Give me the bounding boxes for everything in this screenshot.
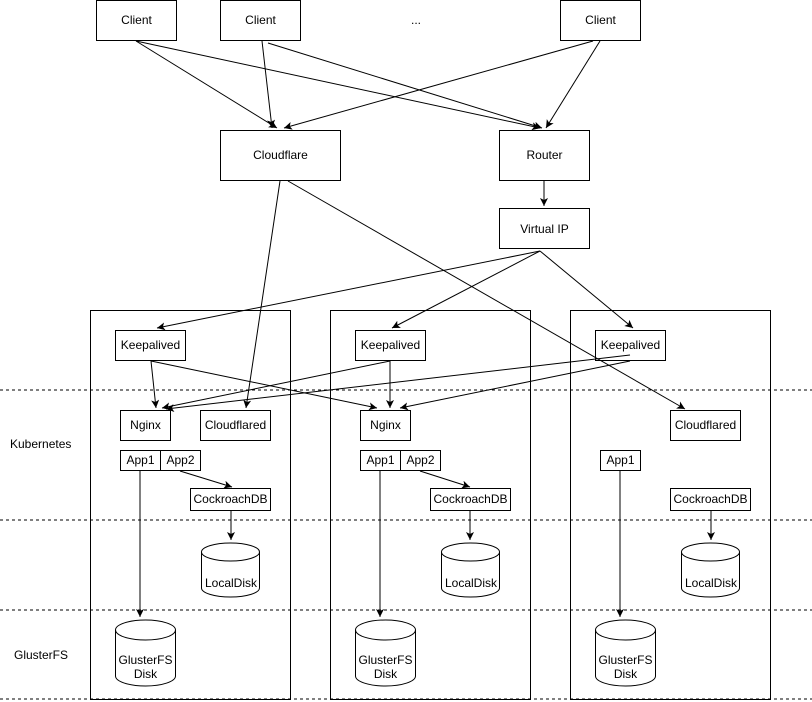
client-label-2: Client bbox=[245, 13, 276, 27]
edge-app2-cockroachdb-2 bbox=[419, 470, 471, 489]
virtual-ip-box bbox=[499, 208, 590, 249]
app1-label-2: App1 bbox=[366, 453, 395, 467]
edge-client2-router bbox=[267, 42, 543, 130]
edge-client2-cloudflare bbox=[261, 40, 276, 129]
edge-vip-keepalived-2 bbox=[391, 250, 541, 329]
glusterfs-disk-cylinder-2 bbox=[355, 619, 416, 687]
glusterfs-disk-label-3a: GlusterFS bbox=[598, 653, 653, 667]
localdisk-cylinder-2 bbox=[441, 542, 500, 598]
cloudflare-box bbox=[220, 130, 341, 181]
edge-keepalived3-nginx1 bbox=[165, 354, 631, 413]
cloudflared-box-1 bbox=[200, 410, 271, 441]
node-container-2 bbox=[330, 310, 531, 700]
edge-client1-cloudflare bbox=[135, 40, 278, 129]
localdisk-label-3: LocalDisk bbox=[684, 576, 738, 590]
keepalived-box-2 bbox=[355, 330, 426, 361]
edge-app2-cockroachdb-1 bbox=[179, 470, 233, 489]
nginx-box-1 bbox=[120, 410, 171, 441]
kubernetes-layer-label: Kubernetes bbox=[10, 437, 72, 451]
localdisk-cylinder-1 bbox=[201, 542, 260, 598]
app2-label-1: App2 bbox=[166, 453, 195, 467]
glusterfs-disk-cylinder-1 bbox=[115, 619, 176, 687]
keepalived-box-1 bbox=[115, 330, 186, 361]
edge-keepalived2-nginx1 bbox=[161, 360, 391, 411]
keepalived-box-3 bbox=[595, 330, 666, 361]
glusterfs-disk-label-1b: Disk bbox=[133, 667, 158, 681]
edge-keepalived1-nginx2 bbox=[150, 360, 378, 411]
app2-box-2 bbox=[400, 450, 441, 471]
app1-label-3: App1 bbox=[606, 453, 635, 467]
cockroachdb-box-2 bbox=[430, 488, 511, 511]
nginx-label-1: Nginx bbox=[130, 418, 161, 432]
localdisk-cylinder-3 bbox=[681, 542, 740, 598]
node-container-3 bbox=[570, 310, 771, 700]
edge-client1-router bbox=[135, 40, 541, 131]
edge-keepalived1-nginx1 bbox=[150, 360, 160, 409]
glusterfs-layer-label: GlusterFS bbox=[14, 648, 69, 662]
client-box-2 bbox=[220, 0, 301, 41]
router-box bbox=[499, 130, 590, 181]
localdisk-label-1: LocalDisk bbox=[204, 576, 258, 590]
edge-client3-router bbox=[545, 40, 601, 129]
glusterfs-disk-label-1a: GlusterFS bbox=[118, 653, 173, 667]
cockroachdb-box-3 bbox=[670, 488, 751, 511]
cockroachdb-box-1 bbox=[190, 488, 271, 511]
cockroachdb-label-3: CockroachDB bbox=[673, 492, 748, 506]
virtual-ip-label: Virtual IP bbox=[520, 222, 569, 236]
nginx-box-2 bbox=[360, 410, 411, 441]
app1-label-1: App1 bbox=[126, 453, 155, 467]
cloudflare-label: Cloudflare bbox=[253, 148, 308, 162]
router-label: Router bbox=[526, 148, 563, 162]
localdisk-label-2: LocalDisk bbox=[444, 576, 498, 590]
edge-vip-keepalived-1 bbox=[156, 250, 541, 331]
cockroachdb-label-2: CockroachDB bbox=[433, 492, 508, 506]
node-container-1 bbox=[90, 310, 291, 700]
app2-box-1 bbox=[160, 450, 201, 471]
client-label-1: Client bbox=[121, 13, 152, 27]
cloudflared-box-3 bbox=[670, 410, 741, 441]
edge-cloudflare-cloudflared-1 bbox=[243, 180, 281, 409]
ellipsis-label: ... bbox=[410, 13, 421, 27]
keepalived-label-3: Keepalived bbox=[600, 338, 661, 352]
glusterfs-disk-label-2b: Disk bbox=[373, 667, 398, 681]
edge-client3-cloudflare bbox=[283, 40, 594, 130]
cockroachdb-label-1: CockroachDB bbox=[193, 492, 268, 506]
edge-keepalived3-nginx2 bbox=[399, 360, 631, 411]
cloudflared-label-1: Cloudflared bbox=[204, 418, 267, 432]
edge-vip-keepalived-3 bbox=[539, 250, 634, 329]
cloudflared-label-3: Cloudflared bbox=[674, 418, 737, 432]
glusterfs-disk-cylinder-3 bbox=[595, 619, 656, 687]
app1-box-3 bbox=[600, 450, 641, 471]
client-box-3 bbox=[560, 0, 641, 41]
client-label-3: Client bbox=[585, 13, 616, 27]
edge-cloudflare-cloudflared-3 bbox=[287, 180, 686, 410]
keepalived-label-2: Keepalived bbox=[360, 338, 421, 352]
client-box-1 bbox=[96, 0, 177, 41]
nginx-label-2: Nginx bbox=[370, 418, 401, 432]
glusterfs-disk-label-3b: Disk bbox=[613, 667, 638, 681]
app2-label-2: App2 bbox=[406, 453, 435, 467]
glusterfs-disk-label-2a: GlusterFS bbox=[358, 653, 413, 667]
keepalived-label-1: Keepalived bbox=[120, 338, 181, 352]
